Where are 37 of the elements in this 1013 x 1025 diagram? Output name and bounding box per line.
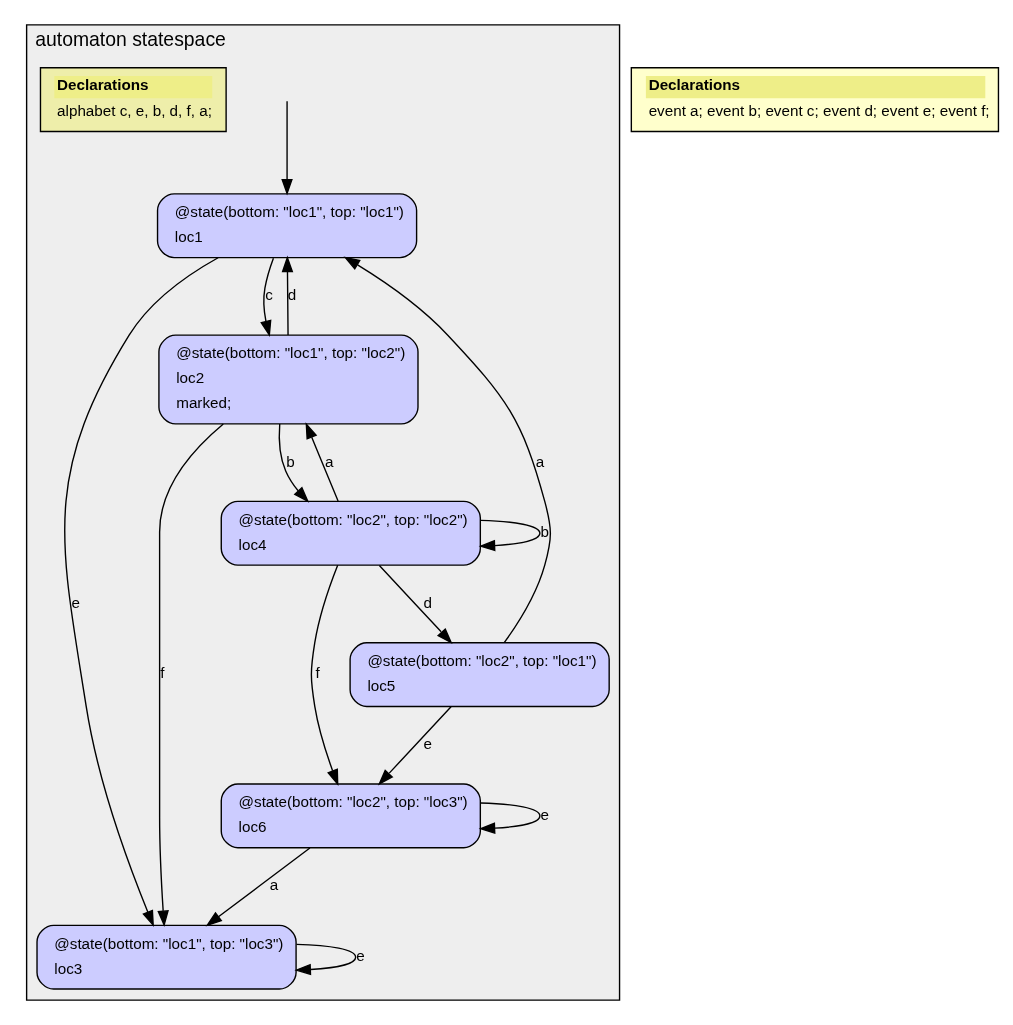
edge-label: e bbox=[355, 947, 365, 965]
edge-label: c bbox=[264, 286, 273, 304]
edge-label: f bbox=[159, 664, 165, 682]
node-box: @state(bottom: "loc2", top: "loc3") loc6 bbox=[220, 783, 481, 849]
node-box: @state(bottom: "loc1", top: "loc1") loc1 bbox=[156, 193, 417, 259]
node-box: Declarations event a; event b; event c; event d; event e; event f; bbox=[630, 67, 999, 133]
edge-label: a bbox=[535, 452, 544, 470]
node-box: @state(bottom: "loc2", top: "loc1") loc5 bbox=[348, 642, 610, 708]
edge-label: b bbox=[285, 452, 295, 470]
edge-label: b bbox=[540, 523, 549, 541]
arrow bbox=[478, 519, 541, 552]
node-box: Declarations alphabet c, e, b, d, f, a; bbox=[39, 67, 227, 133]
arrow bbox=[280, 100, 293, 196]
edge-label: d bbox=[287, 286, 296, 304]
node-box: @state(bottom: "loc1", top: "loc3") loc3 bbox=[35, 924, 297, 990]
node-box: @state(bottom: "loc2", top: "loc2") loc4 bbox=[220, 500, 481, 566]
arrow bbox=[310, 564, 338, 786]
edge-label: e bbox=[422, 735, 432, 753]
edge-label: e bbox=[71, 593, 80, 611]
arrow bbox=[478, 802, 541, 834]
arrow bbox=[305, 422, 339, 502]
arrow bbox=[281, 255, 293, 336]
edge-label: a bbox=[269, 876, 278, 894]
arrow bbox=[278, 423, 309, 503]
arrow bbox=[378, 564, 453, 645]
arrow bbox=[377, 706, 452, 786]
arrow bbox=[343, 256, 551, 644]
node-box: @state(bottom: "loc1", top: "loc2") loc2 marked; bbox=[157, 334, 419, 425]
arrow bbox=[293, 943, 356, 976]
edge-label: e bbox=[540, 805, 549, 823]
arrow bbox=[205, 847, 311, 927]
arrow bbox=[156, 423, 224, 928]
arrow bbox=[259, 257, 274, 337]
edge-label: a bbox=[324, 452, 334, 470]
edge-label: f bbox=[314, 664, 320, 682]
edge-label: d bbox=[422, 593, 432, 611]
arrow bbox=[63, 257, 219, 928]
